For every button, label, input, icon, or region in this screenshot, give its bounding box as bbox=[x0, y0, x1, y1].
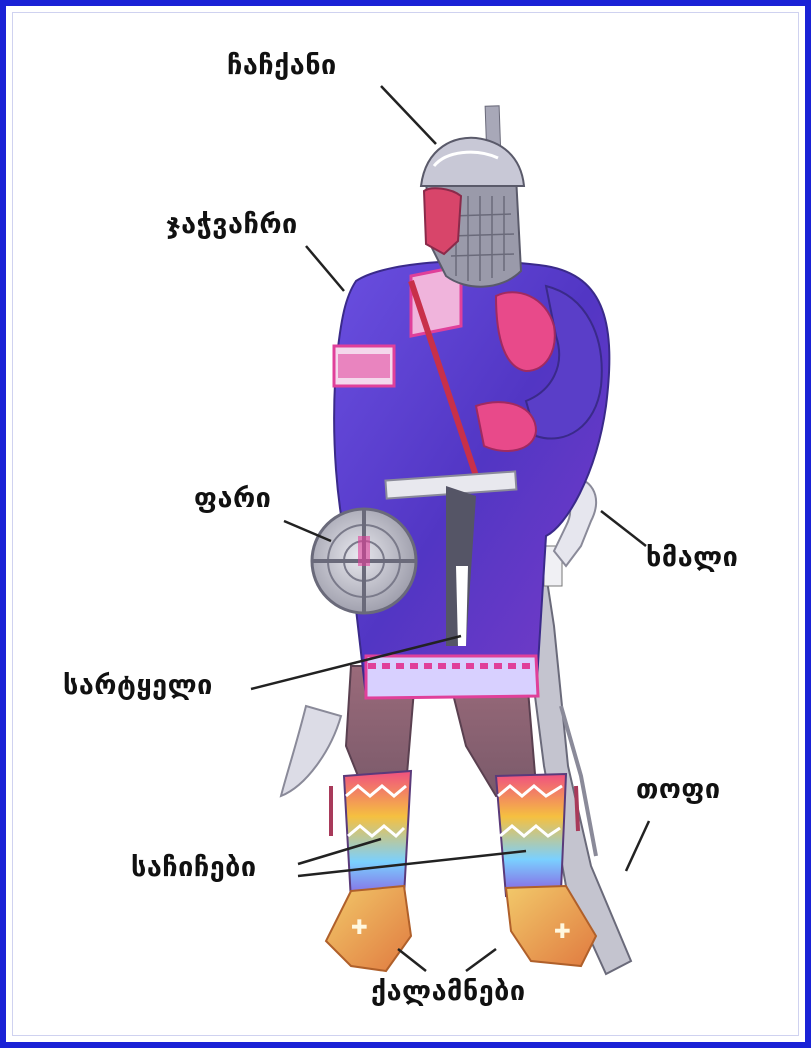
label-leggings: საჩიჩები bbox=[131, 852, 257, 883]
label-helmet: ჩაჩქანი bbox=[227, 50, 337, 81]
leggings-drawing bbox=[331, 771, 578, 901]
svg-text:✚: ✚ bbox=[554, 919, 571, 943]
shield-drawing bbox=[312, 509, 416, 613]
svg-text:✚: ✚ bbox=[351, 915, 368, 939]
label-sword: ხმალი bbox=[646, 542, 738, 573]
label-shield: ფარი bbox=[194, 483, 271, 514]
label-gun: თოფი bbox=[636, 774, 721, 805]
label-belt: სარტყელი bbox=[63, 670, 213, 701]
label-shoes: ქალამნები bbox=[371, 976, 526, 1007]
shoes-drawing: ✚ ✚ bbox=[326, 886, 596, 971]
label-armor: ჯაჭვაჩრი bbox=[166, 209, 298, 240]
warrior-illustration: ✚ ✚ bbox=[6, 6, 811, 1048]
